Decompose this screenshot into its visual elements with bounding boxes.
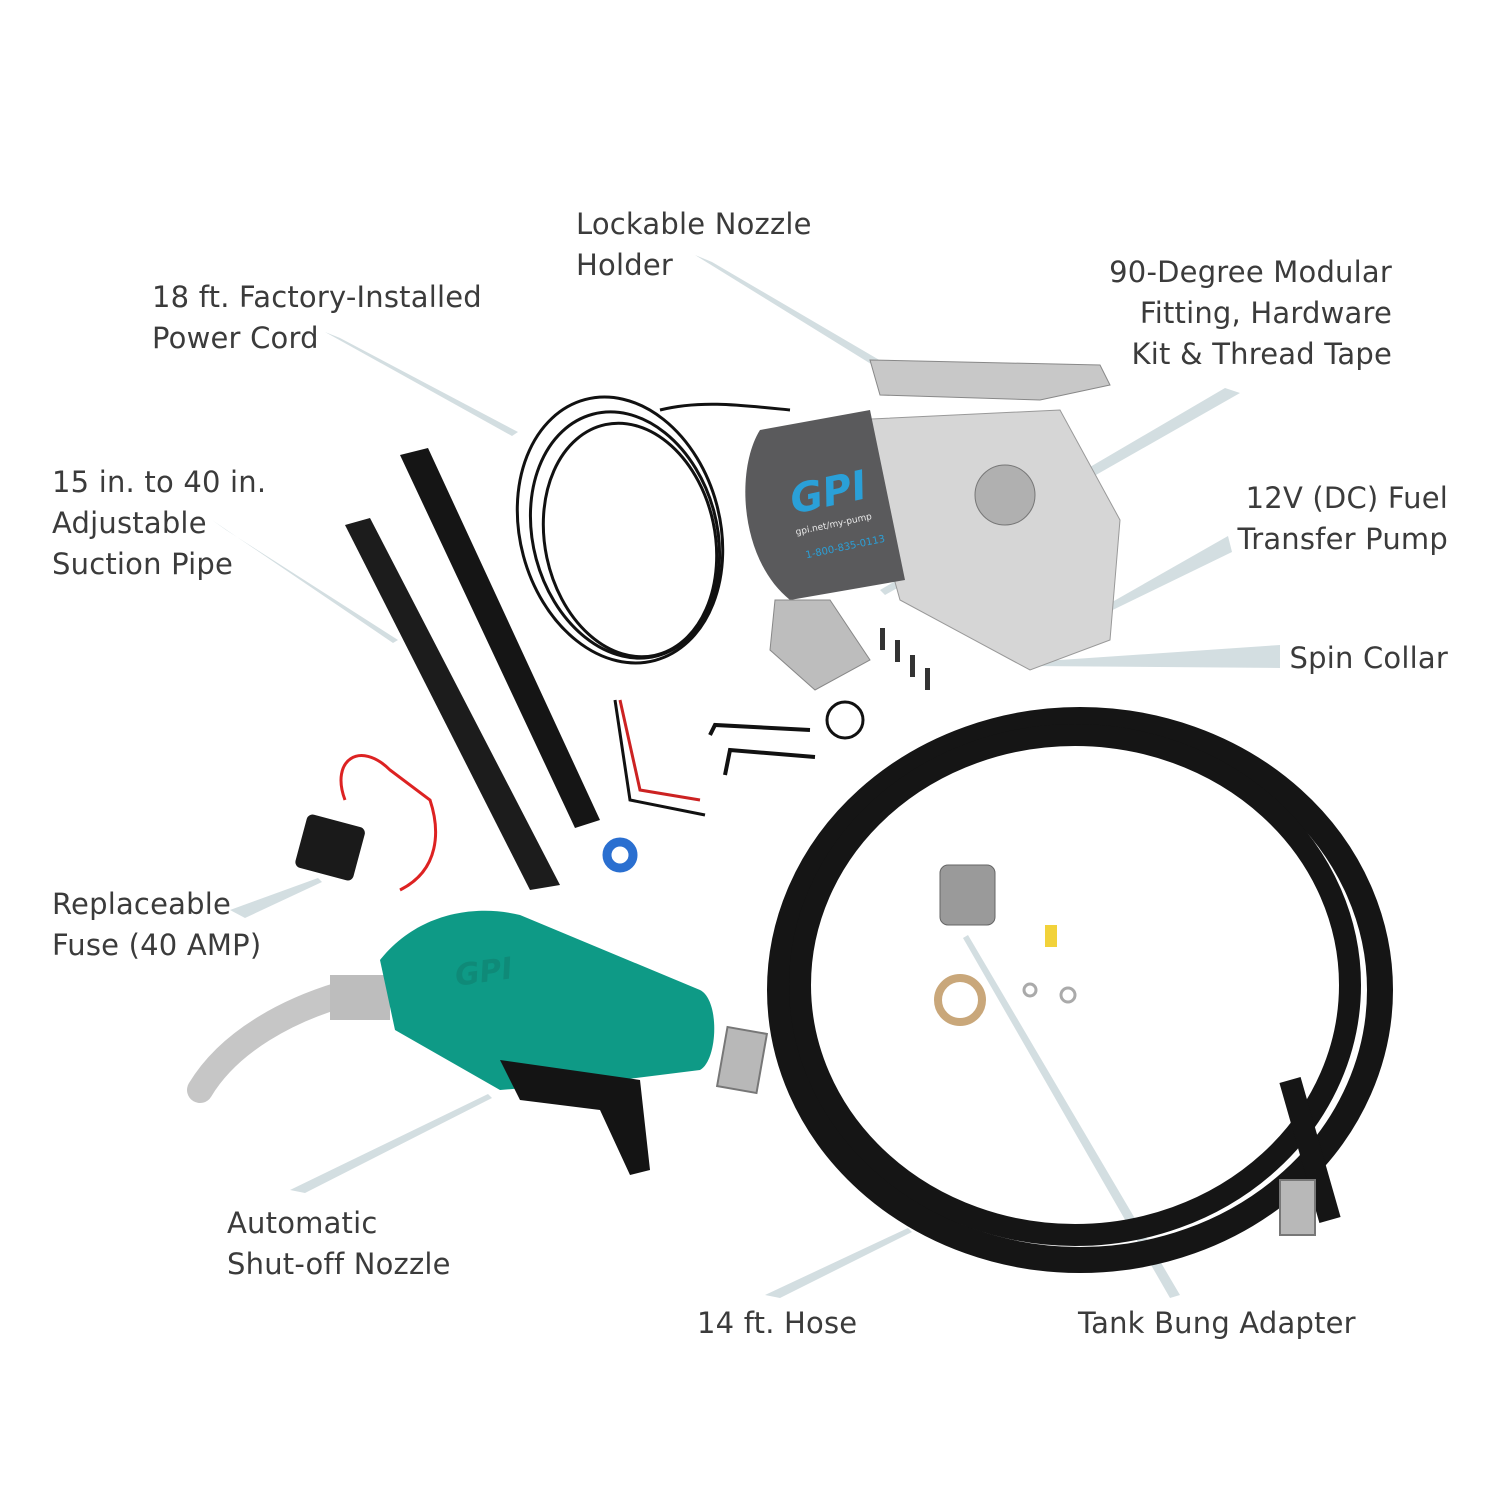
hose [715,707,1393,1273]
label-line: Automatic [227,1206,378,1240]
leader-nozzle-holder [695,255,910,382]
label-pump: 12V (DC) Fuel Transfer Pump [1238,478,1448,560]
label-suction-pipe: 15 in. to 40 in. Adjustable Suction Pipe [52,462,266,585]
leader-nozzle [290,1094,492,1193]
label-fuse: Replaceable Fuse (40 AMP) [52,884,261,966]
label-line: Kit & Thread Tape [1131,337,1392,371]
label-fitting: 90-Degree Modular Fitting, Hardware Kit … [1109,252,1392,375]
label-line: 14 ft. Hose [697,1306,858,1340]
leader-power-cord [325,332,518,436]
label-bung: Tank Bung Adapter [1078,1303,1356,1344]
label-line: Tank Bung Adapter [1078,1306,1356,1340]
leader-spin-collar [1030,645,1280,668]
label-line: Shut-off Nozzle [227,1247,451,1281]
leader-bung [963,935,1180,1298]
suction-pipes [345,448,600,890]
label-line: 12V (DC) Fuel [1245,481,1448,515]
label-line: Spin Collar [1289,641,1448,675]
label-line: Adjustable [52,506,207,540]
label-line: 90-Degree Modular [1109,255,1392,289]
label-line: Holder [576,248,673,282]
label-power-cord: 18 ft. Factory-Installed Power Cord [152,277,482,359]
label-line: Fitting, Hardware [1139,296,1392,330]
leader-pump [1084,536,1232,622]
label-hose: 14 ft. Hose [697,1303,857,1344]
leader-fuse [230,878,322,918]
label-line: 15 in. to 40 in. [52,465,267,499]
leader-hose [765,1228,912,1298]
leader-suction-pipe [212,520,398,643]
label-line: Fuse (40 AMP) [52,928,262,962]
label-nozzle-holder: Lockable Nozzle Holder [576,204,812,286]
power-cord [515,395,791,817]
leader-lines [212,255,1280,1298]
label-line: Lockable Nozzle [576,207,812,241]
label-line: 18 ft. Factory-Installed [152,280,482,314]
label-spin-collar: Spin Collar [1290,638,1448,679]
fuse-holder [295,754,437,892]
bung-adapter [934,864,1077,1026]
thread-tape [602,837,638,873]
label-line: Suction Pipe [52,547,234,581]
nozzle [187,910,715,1175]
pump [708,359,1121,776]
label-line: Power Cord [152,321,319,355]
label-nozzle: Automatic Shut-off Nozzle [227,1203,451,1285]
label-line: Replaceable [52,887,231,921]
label-line: Transfer Pump [1237,522,1448,556]
